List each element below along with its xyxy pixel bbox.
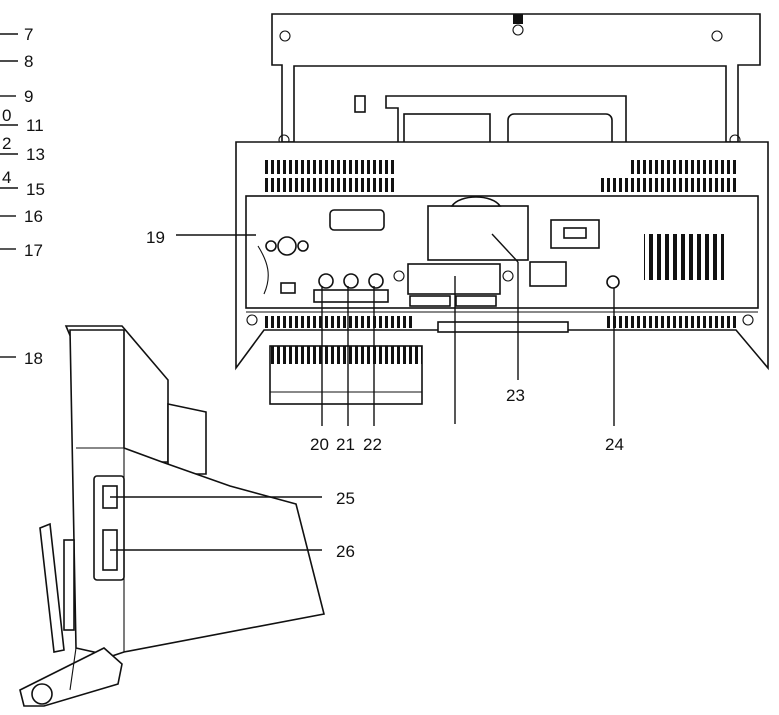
jack-label-plate xyxy=(313,289,389,303)
antenna-rod xyxy=(39,522,65,653)
callout-18: 18 xyxy=(24,349,43,368)
vent-upper-right xyxy=(628,160,738,174)
foot-icon xyxy=(246,314,258,326)
callout-25: 25 xyxy=(336,489,355,508)
screw-icon xyxy=(279,30,291,42)
callout-21: 21 xyxy=(336,435,355,454)
connector-block xyxy=(407,263,501,295)
battery-compartment xyxy=(427,205,529,261)
callout-12: 2 xyxy=(2,134,11,153)
rca-jack-20 xyxy=(318,273,334,289)
top-latch xyxy=(513,14,523,24)
callout-17: 17 xyxy=(24,241,43,260)
vent-lower-right xyxy=(606,316,738,328)
left-callouts: 7 8 9 0 11 2 13 4 15 16 17 18 xyxy=(0,25,45,368)
rear-view xyxy=(235,13,769,405)
callout-26: 26 xyxy=(336,542,355,561)
side-hinge-block xyxy=(167,403,207,475)
side-view xyxy=(19,325,325,707)
screw-icon xyxy=(265,240,277,252)
callout-11: 11 xyxy=(26,116,44,135)
speaker-grill xyxy=(644,234,724,280)
rear-callouts: 19 20 21 22 23 24 xyxy=(146,228,624,454)
lock-switch xyxy=(354,95,366,113)
callout-19: 19 xyxy=(146,228,165,247)
lower-slot xyxy=(437,321,569,333)
callout-23: 23 xyxy=(506,386,525,405)
leader-23 xyxy=(491,233,519,263)
label-plate xyxy=(329,209,385,231)
small-socket xyxy=(280,282,296,294)
callout-7: 7 xyxy=(24,25,33,44)
vent-upper-right-2 xyxy=(600,178,738,192)
selector-switch xyxy=(563,227,587,239)
vent-upper-left xyxy=(262,160,396,174)
callout-10: 0 xyxy=(2,106,11,125)
callout-20: 20 xyxy=(310,435,329,454)
callout-13: 13 xyxy=(26,145,45,164)
vent-upper-left-2 xyxy=(262,178,396,192)
lower-unit-fins xyxy=(270,346,422,364)
antenna-jack-icon xyxy=(277,236,297,256)
foot-icon xyxy=(742,314,754,326)
screw-icon xyxy=(297,240,309,252)
side-strip xyxy=(63,539,75,631)
screw-icon xyxy=(711,30,723,42)
compartment-tab xyxy=(450,196,502,207)
callout-8: 8 xyxy=(24,52,33,71)
callout-22: 22 xyxy=(363,435,382,454)
id-plate xyxy=(529,261,567,287)
screw-icon xyxy=(512,24,524,36)
side-callouts: 25 26 xyxy=(110,489,355,561)
callout-9: 9 xyxy=(24,87,33,106)
dc-jack xyxy=(606,275,620,289)
callout-24: 24 xyxy=(605,435,624,454)
callout-15: 15 xyxy=(26,180,45,199)
rca-jack-21 xyxy=(343,273,359,289)
foot-hinge xyxy=(31,683,53,705)
rca-jack-22 xyxy=(368,273,384,289)
antenna-wire xyxy=(257,245,269,295)
callout-16: 16 xyxy=(24,207,43,226)
vent-lower-left xyxy=(262,316,412,328)
callout-14: 4 xyxy=(2,168,11,187)
top-handle-frame xyxy=(271,13,761,143)
